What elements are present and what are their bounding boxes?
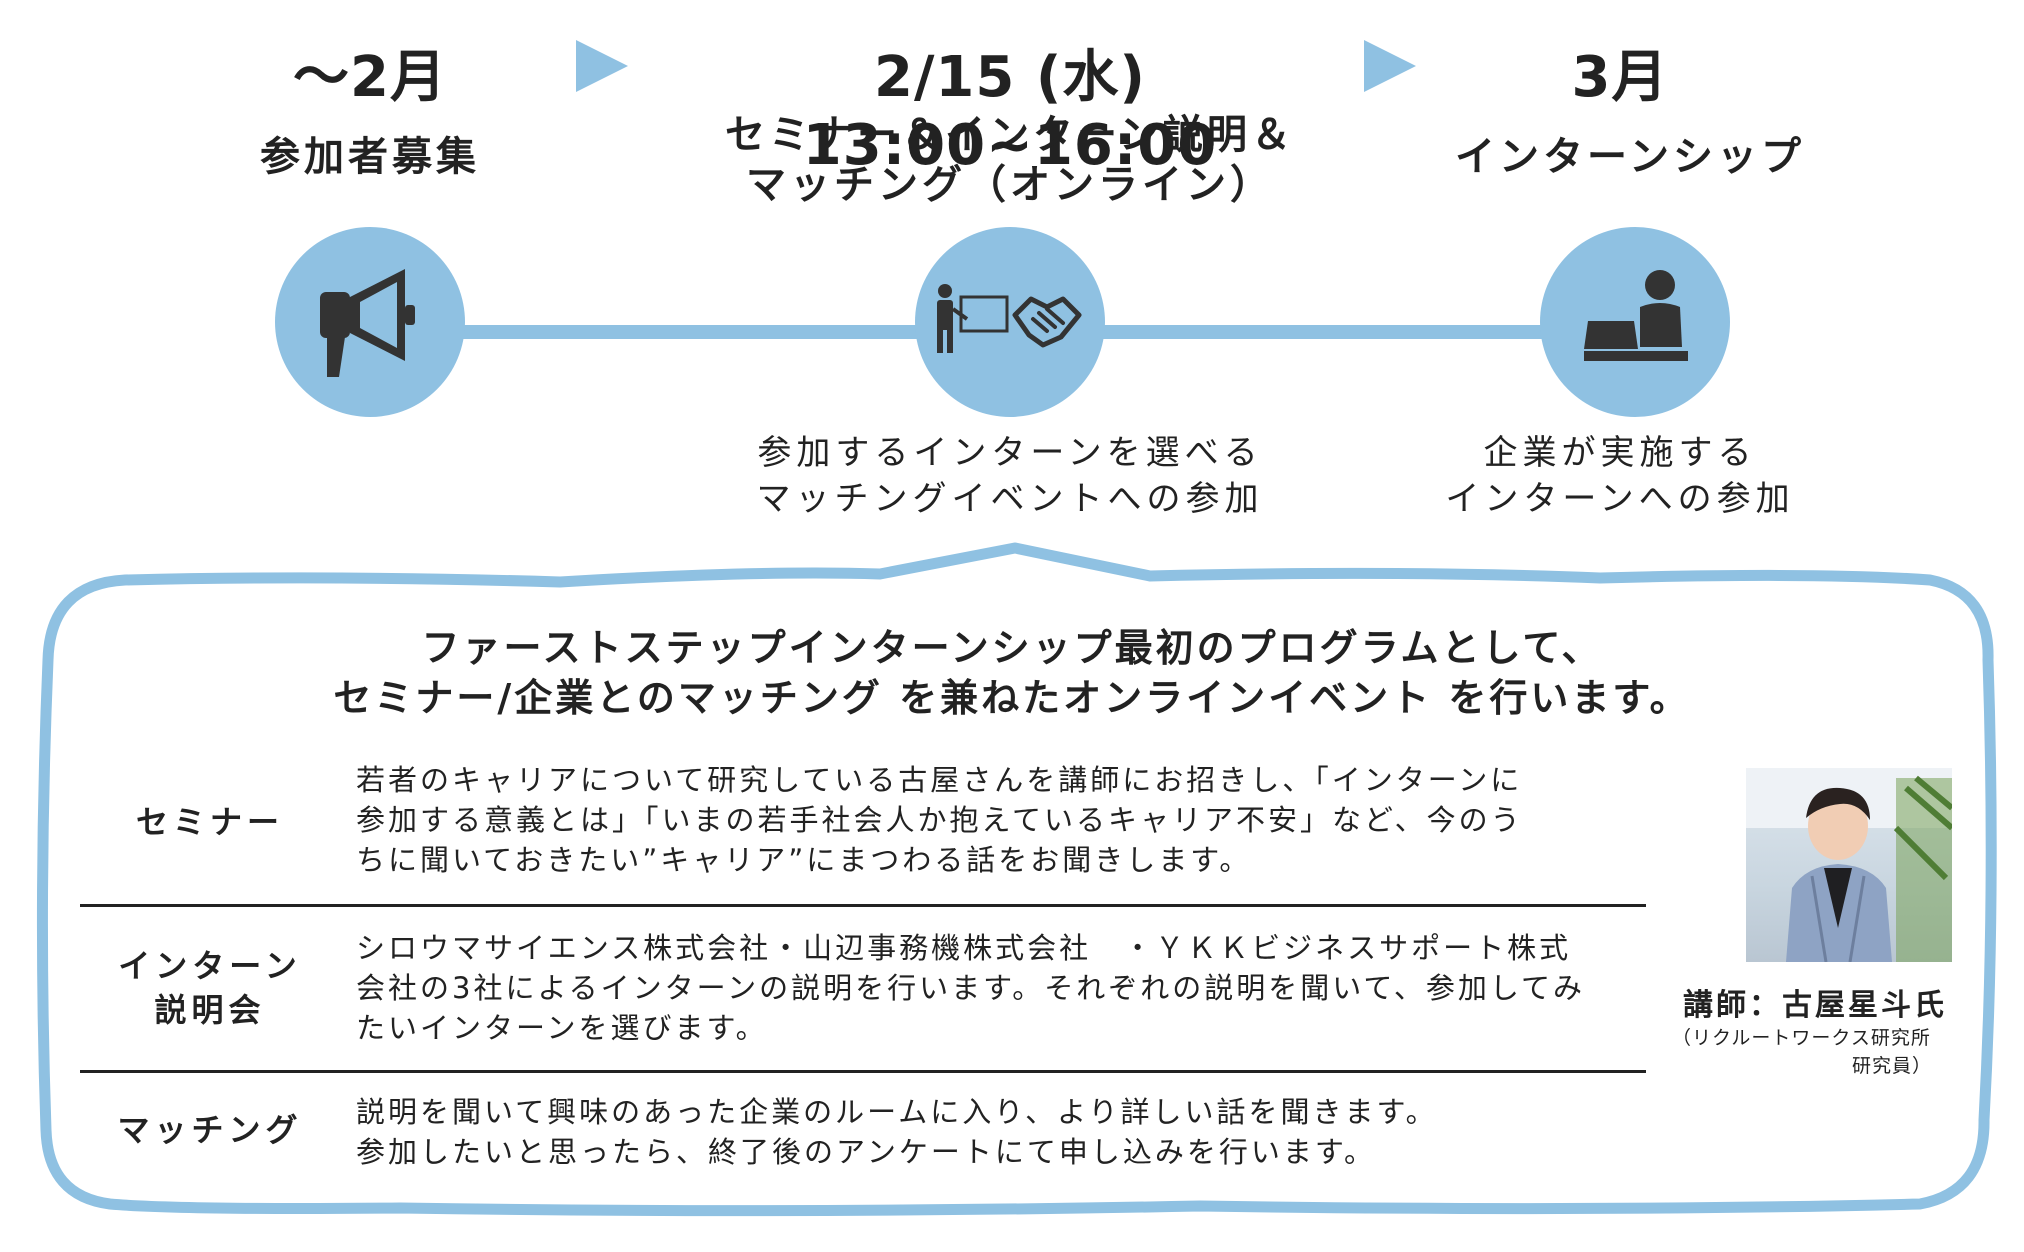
- laptop-user-icon: [1584, 270, 1688, 361]
- row-body-line: 参加したいと思ったら、終了後のアンケートにて申し込みを行います。: [356, 1135, 1376, 1169]
- phase-2-date: 2/15 (水) 13:00~16:00: [802, 45, 1218, 178]
- row-body-line: ちに聞いておきたい”キャリア”にまつわる話をお聞きします。: [356, 843, 1252, 877]
- arrow-icon: [1364, 40, 1416, 92]
- lecturer-portrait-image: [1746, 768, 1952, 962]
- phase-1-date: 〜2月: [293, 45, 447, 110]
- row-label-intern-session-line2: 説明会: [154, 991, 266, 1029]
- megaphone-icon: [320, 269, 415, 377]
- row-label-intern-session-line1: インターン: [118, 947, 302, 985]
- program-headline-line1: ファーストステップインターンシップ最初のプログラムとして、: [421, 626, 1603, 670]
- phase-1-title: 参加者募集: [260, 134, 480, 180]
- row-body-line: たいインターンを選びます。: [356, 1011, 768, 1045]
- row-body-matching: 説明を聞いて興味のあった企業のルームに入り、より詳しい話を聞きます。 参加したい…: [356, 1092, 1656, 1172]
- phase-3-title: インターンシップ: [1455, 134, 1805, 180]
- row-body-intern-session: シロウマサイエンス株式会社・山辺事務機株式会社 ・ＹＫＫビジネスサポート株式 会…: [356, 928, 1676, 1048]
- presentation-handshake-icon: [937, 284, 1082, 353]
- row-body-line: 参加する意義とは」「いまの若手社会人か抱えているキャリア不安」など、今のう: [356, 803, 1523, 837]
- phase-3-date: 3月: [1571, 45, 1669, 110]
- phase-3-desc-line1: 企業が実施する: [1483, 433, 1757, 473]
- row-divider: [80, 1070, 1646, 1073]
- phase-3-desc-line2: インターンへの参加: [1445, 479, 1795, 519]
- phase-2-title-line2: マッチング（オンライン）: [746, 162, 1274, 208]
- phase-1-circle: [275, 227, 465, 417]
- phase-2-desc-line2: マッチングイベントへの参加: [756, 479, 1264, 519]
- row-divider: [80, 904, 1646, 907]
- row-body-line: シロウマサイエンス株式会社・山辺事務機株式会社 ・ＹＫＫビジネスサポート株式: [356, 931, 1572, 965]
- phase-2-circle: [915, 227, 1105, 417]
- row-body-line: 若者のキャリアについて研究している古屋さんを講師にお招きし、「インターンに: [356, 763, 1523, 797]
- program-headline-line2: セミナー/企業とのマッチング を兼ねたオンラインイベント を行います。: [333, 676, 1691, 720]
- lecturer-affiliation-line1: （リクルートワークス研究所: [1672, 1027, 1931, 1049]
- phase-2-desc-line1: 参加するインターンを選べる: [757, 433, 1263, 473]
- phase-2-title-line1: セミナー＆インターン説明＆: [725, 112, 1295, 158]
- lecturer-name: 講師：古屋星斗氏: [1683, 988, 1947, 1023]
- lecturer-affiliation-line2: 研究員）: [1851, 1055, 1932, 1077]
- row-label-seminar: セミナー: [135, 803, 284, 841]
- phase-3-circle: [1540, 227, 1730, 417]
- row-body-line: 会社の3社によるインターンの説明を行います。それぞれの説明を聞いて、参加してみ: [356, 971, 1586, 1005]
- row-label-matching: マッチング: [117, 1111, 303, 1149]
- row-body-line: 説明を聞いて興味のあった企業のルームに入り、より詳しい話を聞きます。: [356, 1095, 1438, 1129]
- arrow-icon: [576, 40, 628, 92]
- lecturer-photo: [1746, 768, 1952, 962]
- row-body-seminar: 若者のキャリアについて研究している古屋さんを講師にお招きし、「インターンに 参加…: [356, 760, 1656, 880]
